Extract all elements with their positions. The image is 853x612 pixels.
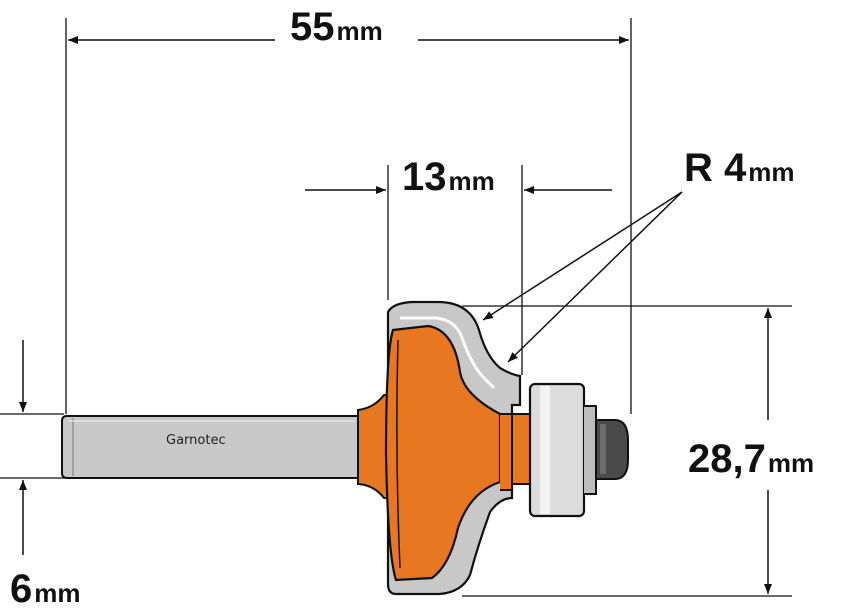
leader-radius-2 — [507, 191, 683, 363]
cutter-body — [384, 324, 502, 582]
label-radius: R 4mm — [684, 146, 795, 190]
shank: Garnotec — [61, 415, 361, 479]
bearing — [511, 382, 629, 518]
dimension-lines — [19, 36, 772, 594]
brand-label: Garnotec — [166, 433, 226, 448]
label-overall-length: 55mm — [290, 5, 383, 49]
label-shank-diameter: 6mm — [10, 567, 81, 611]
label-cutting-height: 13mm — [402, 155, 495, 199]
leader-radius-1 — [482, 191, 683, 321]
label-cutting-diameter: 28,7mm — [688, 437, 814, 481]
extension-lines — [0, 18, 792, 597]
